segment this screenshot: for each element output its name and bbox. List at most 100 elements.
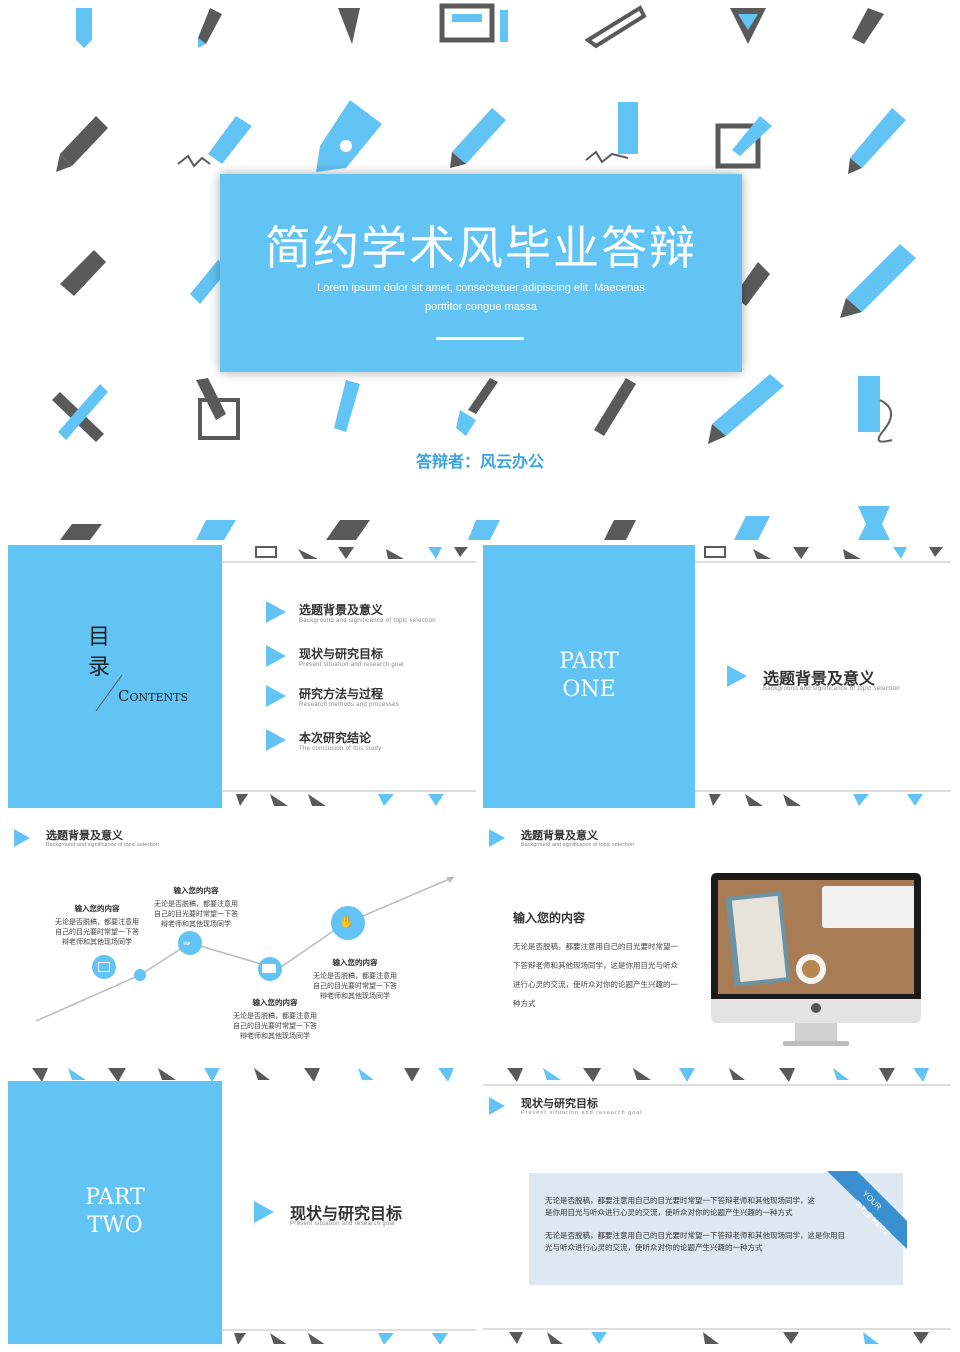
toc-item-title: 选题背景及意义 [299,603,384,617]
toc-item[interactable]: 本次研究结论 The conclusion of this study [266,729,466,759]
stationery-pattern [52,3,916,540]
pencil-icon [450,108,506,168]
part-heading: 选题背景及意义 [763,671,876,688]
content-line: 进行心灵的交流，使听众对你的论题产生兴趣的一 [513,980,678,989]
imac-screen [718,880,914,994]
presenter: 答辩者：风云办公 [415,454,544,471]
calendar-icon [98,962,110,972]
slide-heading: 现状与研究目标 [521,1098,598,1110]
apple-icon [811,1003,821,1013]
pen-icon [584,5,647,49]
paragraph-line: 无论是否脱稿，都要注意用自己的目光要时常望一下答辩老师和其他现场同学，这 [545,1196,815,1205]
triangle-icon [254,1201,274,1223]
handshake-icon: ✋ [339,915,354,929]
triangle-icon [266,601,286,623]
pen-icon [334,380,360,432]
timeline-line [35,876,455,1022]
pencil-icon [604,520,636,540]
top-icon-strip [483,545,951,563]
pencil-icon [734,262,770,306]
title-divider [436,337,524,340]
imac-stand [795,1023,837,1043]
slide-sub: Background and significance of topic sel… [521,842,634,848]
timeline-slide: 选题背景及意义 Background and significance of t… [8,817,476,1079]
edit-square-icon [196,378,240,440]
cover-title: 简约学术风毕业答辩 [265,221,697,275]
pencil-icon [468,520,500,540]
notepad-icon [439,3,508,43]
paragraph-line: 是你用目光与听众进行心灵的交流，使听众对你的论题产生兴趣的一种方式 [545,1208,793,1217]
paragraph-line: 光与听众进行心灵的交流，使听众对你的论题产生兴趣的一种方式 [545,1243,763,1252]
part-one-slide: PART ONE 选题背景及意义 Background and signific… [483,545,951,808]
triangle-icon [14,829,30,847]
bottom-icon-strip [8,790,476,808]
toc-item-sub: Present situation and research goal [299,662,404,668]
pencil-icon [56,116,108,172]
toc-blue-panel [8,545,222,808]
slide-sub: Present situation and research goal [521,1110,643,1116]
keyboard-image [822,886,914,928]
tools-icon [52,384,108,442]
toc-item-title: 现状与研究目标 [299,647,384,661]
pencil-icon [852,8,884,44]
toc-item-title: 研究方法与过程 [299,687,384,701]
cover-subtitle-1: Lorem ipsum dolor sit amet, consectetuer… [317,282,645,294]
nib-icon [338,8,360,44]
inkwell-icon [858,506,890,540]
brush-icon [456,378,498,436]
part-sub: Background and significance of topic sel… [763,686,900,692]
part-label-2: ONE [562,677,616,702]
timeline-node: 输入您的内容 无论是否脱稿，都要注意用自己的目光要时常望一下答辩老师和其他现场同… [52,903,142,948]
toc-title-en: Contents [118,687,188,705]
part-blue-panel [483,545,695,808]
paragraph-line: 无论是否脱稿，都要注意用自己的目光要时常望一下答辩老师和其他现场同学，这是你用目 [545,1231,845,1240]
triangle-icon [489,829,505,847]
node-title: 输入您的内容 [173,886,219,895]
pen-icon [734,516,770,540]
bottom-icon-strip [483,1328,951,1344]
icon-strip-right [483,1068,951,1086]
toc-item[interactable]: 选题背景及意义 Background and significance of t… [266,599,466,629]
pen-icon [858,376,893,443]
node-title: 输入您的内容 [252,998,298,1007]
edit-square-icon [715,116,772,169]
imac-slide: 选题背景及意义 Background and significance of t… [483,817,951,1079]
slide-sub: Background and significance of topic sel… [46,842,159,848]
pencil-icon [60,524,102,540]
triangle-icon [727,665,747,687]
node-title: 输入您的内容 [332,958,378,967]
triangle-icon [489,1097,505,1115]
pencil-icon [60,250,106,296]
pencil-icon [190,260,228,304]
toc-item[interactable]: 现状与研究目标 Present situation and research g… [266,643,466,673]
content-line: 种方式 [513,999,536,1008]
pencil-icon [196,520,236,540]
part-label-1: PART [559,649,619,674]
content-title: 输入您的内容 [513,911,586,925]
marker-icon [585,102,638,164]
pencil-icon [848,108,906,174]
node-title: 输入您的内容 [74,904,120,913]
node-text: 无论是否脱稿，都要注意用自己的目光要时常望一下答辩老师和其他现场同学 [154,901,238,928]
toc-item[interactable]: 研究方法与过程 Research methods and processes [266,685,466,715]
timeline-node: 输入您的内容 无论是否脱稿，都要注意用自己的目光要时常望一下答辩老师和其他现场同… [310,957,400,1002]
bottom-icon-strip [8,1329,476,1344]
part-two-slide: PART TWO 现状与研究目标 Present situation and r… [8,1081,476,1344]
node-text: 无论是否脱稿，都要注意用自己的目光要时常望一下答辩老师和其他现场同学 [233,1013,317,1040]
toc-title-cn: 目 录 [88,625,111,680]
pencil-icon [177,116,252,168]
fountain-pen-icon [316,100,382,172]
timeline-node: 输入您的内容 无论是否脱稿，都要注意用自己的目光要时常望一下答辩老师和其他现场同… [151,885,241,930]
cover-slide: 简约学术风毕业答辩 Lorem ipsum dolor sit amet, co… [0,0,960,540]
content-line: 无论是否脱稿，都要注意用自己的目光要时常望一 [513,942,678,951]
pen-icon [326,520,370,540]
coffee-image [802,960,820,978]
arrow-icon: ⇛ [183,938,191,948]
truck-icon [262,964,276,973]
toc-item-sub: Research methods and processes [299,702,400,708]
part-blue-panel [8,1081,222,1344]
toc-item-title: 本次研究结论 [299,731,372,745]
marker-icon [708,374,784,444]
bottom-icon-strip [483,790,951,808]
toc-item-sub: Background and significance of topic sel… [299,618,436,624]
